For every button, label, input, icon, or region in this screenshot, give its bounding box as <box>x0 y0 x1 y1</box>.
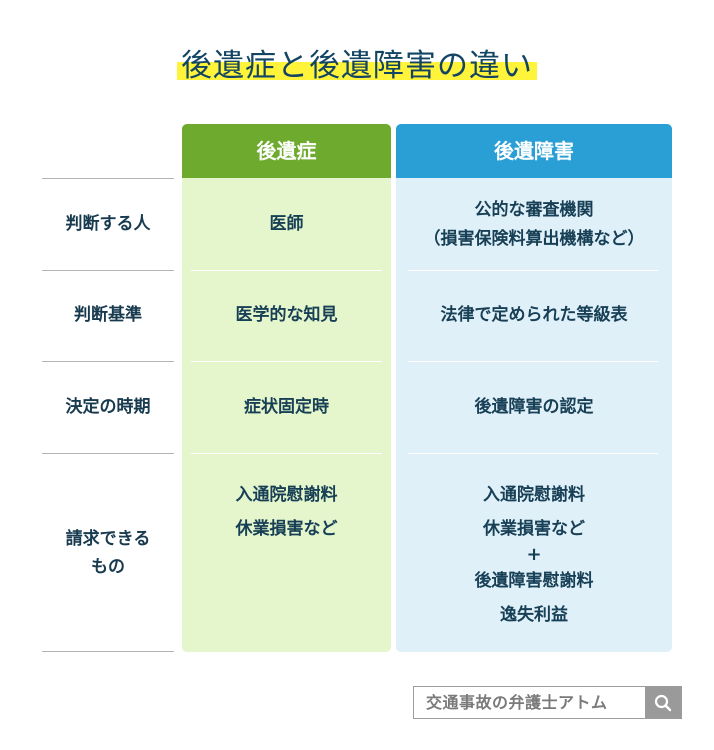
cell-criteria-kouishou: 医学的な知見 <box>235 305 338 326</box>
cell-text: 公的な審査機関 <box>474 199 594 220</box>
column-kouishougai: 後遺障害 <box>396 124 672 652</box>
plus-sign: + <box>526 544 542 565</box>
cell-text: 入通院慰謝料 <box>483 485 585 505</box>
cell-text: 請求できる <box>65 528 151 549</box>
cell-text: 休業損害など <box>235 519 338 539</box>
divider <box>408 270 658 271</box>
row-label-judge: 判断する人 <box>65 213 151 234</box>
divider <box>408 453 658 454</box>
cell-judge-kouishou: 医師 <box>269 213 304 234</box>
cell-text: 後遺障害慰謝料 <box>474 571 594 591</box>
divider <box>42 361 174 362</box>
column-header-kouishougai: 後遺障害 <box>396 124 672 178</box>
divider <box>408 361 658 362</box>
cell-text: 入通院慰謝料 <box>235 485 338 505</box>
row-label-claims: 請求できる もの <box>42 454 174 651</box>
divider <box>191 361 382 362</box>
cell-timing-kouishougai: 後遺障害の認定 <box>474 396 594 417</box>
title-highlight <box>177 62 537 80</box>
cell-text: 休業損害など <box>483 519 585 539</box>
cell-text: （損害保険料算出機構など） <box>423 228 645 249</box>
cell-timing-kouishou: 症状固定時 <box>244 396 329 417</box>
cell-judge-kouishougai: 公的な審査機関 （損害保険料算出機構など） <box>396 179 672 270</box>
cell-claims-kouishou: 入通院慰謝料 休業損害など <box>182 454 391 651</box>
row-label-criteria: 判断基準 <box>74 305 142 326</box>
divider <box>42 178 174 179</box>
divider <box>191 453 382 454</box>
row-label-timing: 決定の時期 <box>65 396 151 417</box>
title-text: 後遺症と後遺障害の違い <box>181 48 533 84</box>
cell-criteria-kouishougai: 法律で定められた等級表 <box>440 305 628 326</box>
divider <box>42 453 174 454</box>
search-box[interactable]: 交通事故の弁護士アトム <box>413 686 682 719</box>
divider <box>42 270 174 271</box>
cell-text: もの <box>91 556 125 577</box>
cell-text: 逸失利益 <box>500 605 568 625</box>
cell-claims-kouishougai: 入通院慰謝料 休業損害など + 後遺障害慰謝料 逸失利益 <box>396 454 672 651</box>
search-icon <box>654 694 672 711</box>
divider <box>191 270 382 271</box>
page-title: 後遺症と後遺障害の違い <box>175 40 539 85</box>
column-header-kouishou: 後遺症 <box>182 124 391 178</box>
divider <box>42 651 174 652</box>
column-kouishou: 後遺症 <box>182 124 391 652</box>
search-button[interactable] <box>645 687 681 718</box>
search-text: 交通事故の弁護士アトム <box>426 693 608 712</box>
title-wrap: 後遺症と後遺障害の違い <box>0 40 714 85</box>
